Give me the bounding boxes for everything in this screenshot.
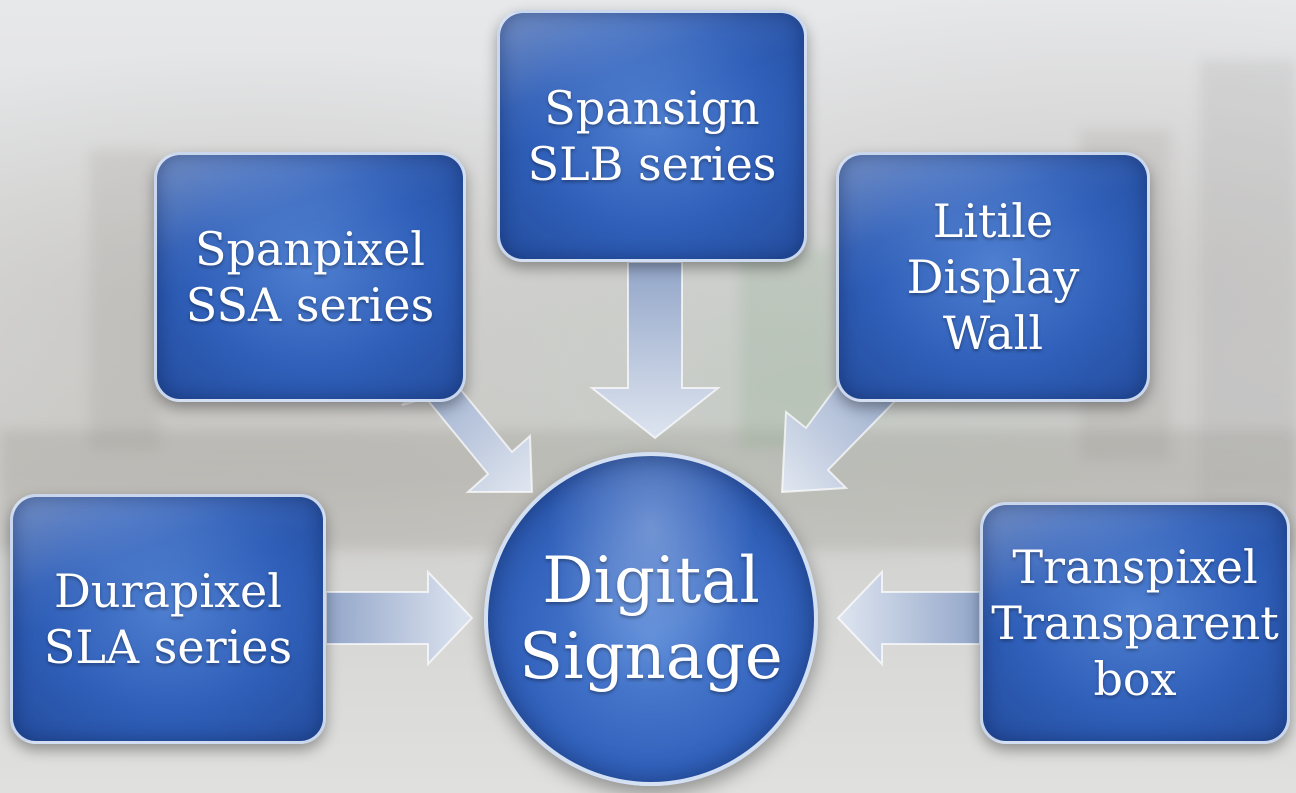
node-litile-line1: Litile <box>932 194 1054 248</box>
node-spansign-line2: SLB series <box>527 137 777 191</box>
node-spanpixel-line2: SSA series <box>185 278 435 332</box>
center-digital-signage: Digital Signage <box>484 452 818 786</box>
node-spansign-line1: Spansign <box>544 81 760 135</box>
node-transpixel-line2: Transparent <box>991 596 1279 650</box>
arrow-right <box>836 569 981 667</box>
center-line2: Signage <box>519 620 783 694</box>
node-transpixel-line3: box <box>1093 652 1177 706</box>
node-litile-line3: Wall <box>942 306 1044 360</box>
node-spanpixel: Spanpixel SSA series <box>154 152 466 402</box>
node-transpixel: Transpixel Transparent box <box>980 502 1290 744</box>
center-line1: Digital <box>542 544 760 618</box>
node-durapixel: Durapixel SLA series <box>10 494 326 744</box>
node-litile: Litile Display Wall <box>836 152 1150 402</box>
node-spansign: Spansign SLB series <box>497 10 807 262</box>
node-durapixel-line1: Durapixel <box>54 564 282 618</box>
node-transpixel-line1: Transpixel <box>1012 540 1258 594</box>
node-durapixel-line2: SLA series <box>43 620 293 674</box>
arrow-top <box>589 261 721 440</box>
arrow-upper-left <box>401 370 534 493</box>
node-litile-line2: Display <box>906 250 1080 304</box>
node-spanpixel-line1: Spanpixel <box>194 222 426 276</box>
arrow-left <box>325 569 474 667</box>
